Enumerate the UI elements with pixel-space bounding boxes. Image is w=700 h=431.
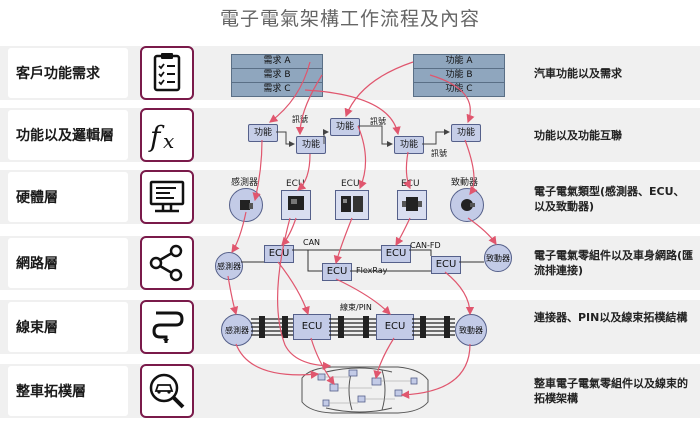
layer-desc-requirements: 汽車功能以及需求 [534, 67, 622, 80]
harness-ecu-box: ECU [376, 314, 414, 340]
layer-label-network: 網路層 [8, 238, 128, 288]
layer-label-harness: 線束層 [8, 302, 128, 352]
hardware-ecu-caption: ECU [286, 179, 305, 189]
layer-label-function: 功能以及邏輯層 [8, 110, 128, 160]
network-bus-lines [241, 249, 484, 272]
svg-text:x: x [163, 129, 174, 153]
ecu-hardware-box [397, 190, 427, 220]
layer-label-vehicle: 整車拓樸層 [8, 366, 128, 416]
function-box: 功能 [248, 124, 278, 142]
harness-wire-bundle [251, 318, 455, 336]
layer-desc-network: 電子電氣零組件以及車身網路(匯流排連接) [534, 249, 694, 277]
layer-desc-hardware: 電子電氣類型(感測器、ECU、以及致動器) [534, 185, 685, 213]
hardware-sensor-caption: 感測器 [231, 178, 259, 188]
layer-label-hardware: 硬體層 [8, 172, 128, 222]
wire-pin-label: 線束/PIN [340, 303, 372, 312]
flow-arrows [227, 61, 497, 399]
computer-monitor-icon [140, 170, 194, 224]
network-actuator-node: 致動器 [484, 244, 512, 272]
layer-desc-harness: 連接器、PIN以及線束拓樸結構 [534, 311, 688, 324]
car-wiring [325, 376, 411, 404]
diagram-title: 電子電氣架構工作流程及內容 [219, 8, 480, 30]
layer-desc-vehicle: 整車電子電氣零組件以及線束的拓樸架構 [534, 377, 688, 405]
network-ecu-box: ECU [264, 245, 294, 263]
harness-connectors [259, 316, 450, 338]
clipboard-checklist-icon [140, 46, 194, 100]
canfd-bus-label: CAN-FD [410, 241, 441, 250]
harness-actuator-node: 致動器 [455, 314, 487, 346]
actuator-icon [450, 188, 484, 222]
function-box: 功能 [296, 136, 326, 154]
network-sensor-node: 感測器 [215, 252, 243, 280]
signal-label: 訊號 [370, 117, 386, 126]
can-bus-label: CAN [303, 238, 321, 247]
wire-path-icon [140, 300, 194, 354]
layer-desc-function: 功能以及功能互聯 [534, 129, 622, 142]
hardware-ecu-caption: ECU [341, 179, 360, 189]
signal-label: 訊號 [431, 149, 447, 158]
hardware-actuator-caption: 致動器 [451, 178, 479, 188]
signal-label: 訊號 [292, 115, 308, 124]
share-network-icon [140, 236, 194, 290]
layer-label-requirements: 客戶功能需求 [8, 48, 128, 98]
function-box: 功能 [394, 136, 424, 154]
ecu-hardware-box [281, 190, 311, 220]
function-box: 功能 [330, 118, 360, 136]
magnifier-car-icon [140, 364, 194, 418]
requirement-box: 需求 C [231, 82, 323, 97]
function-fx-icon: f x [140, 108, 194, 162]
function-signal-lines [276, 125, 450, 147]
